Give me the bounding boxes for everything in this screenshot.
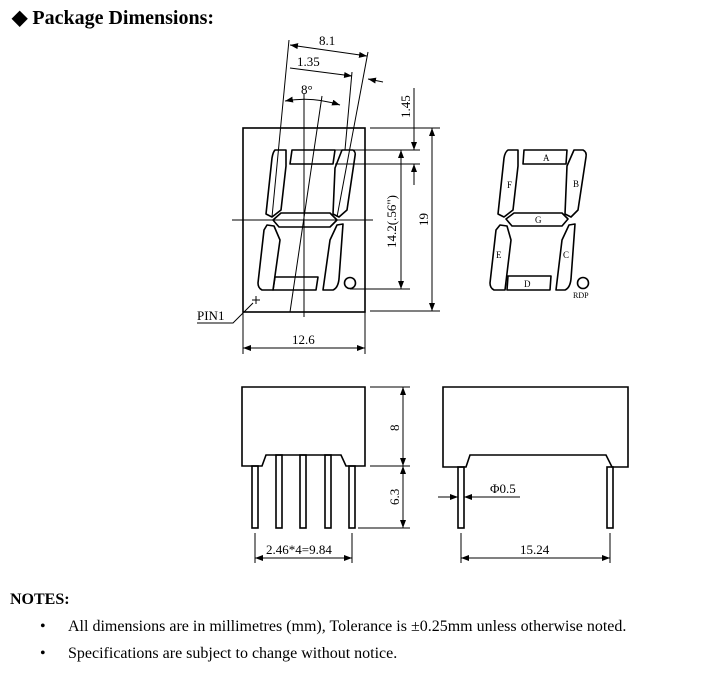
note-item: •Specifications are subject to change wi… [40, 645, 398, 662]
dim-row-spacing-label: 15.24 [520, 542, 550, 557]
section-title: ◆ Package Dimensions: [12, 7, 215, 29]
dp-label: RDP [573, 291, 589, 300]
dim-segment-label: 1.35 [297, 54, 320, 69]
front-view: 8.1 1.35 8° 1.45 14.2(.56") 19 12.6 PIN1 [197, 33, 440, 354]
dim-top-label: 1.45 [398, 95, 413, 118]
segment-label-c: C [563, 250, 569, 260]
side-view-right: Φ0.5 15.24 [438, 386, 629, 563]
segment-f [265, 149, 287, 218]
dim-width-label: 8.1 [319, 33, 335, 48]
pin1-marker-icon [252, 296, 260, 304]
notes-heading: NOTES: [10, 591, 70, 608]
diamond-icon: ◆ [12, 7, 33, 29]
segment-label-b: B [573, 179, 579, 189]
dim-digit-height-label: 14.2(.56") [384, 195, 399, 248]
decimal-point [343, 276, 357, 290]
dim-pitch-label: 2.46*4=9.84 [266, 542, 332, 557]
dim-height-label: 19 [416, 213, 431, 226]
side-view-left: 8 6.3 2.46*4=9.84 [241, 386, 410, 563]
segment-label-g: G [535, 215, 542, 225]
segment-e [257, 224, 281, 291]
bullet-icon: • [40, 618, 46, 635]
dim-angle-label: 8° [301, 82, 313, 97]
segment-label-f: F [507, 180, 512, 190]
segment-map: A B C D E F G RDP [489, 149, 590, 300]
dim-body-height-label: 8 [387, 425, 402, 432]
note-item: •All dimensions are in millimetres (mm),… [40, 618, 627, 635]
segment-label-e: E [496, 250, 502, 260]
bullet-icon: • [40, 645, 46, 662]
segment-label-a: A [543, 153, 550, 163]
segment-d [272, 276, 319, 291]
segment-b [332, 149, 357, 218]
segment-label-d: D [524, 279, 531, 289]
dim-body-width-label: 12.6 [292, 332, 315, 347]
dim-pin-diameter-label: Φ0.5 [490, 481, 516, 496]
segment-c [322, 223, 344, 291]
dim-pin-length-label: 6.3 [387, 489, 402, 505]
pin1-label: PIN1 [197, 308, 224, 323]
